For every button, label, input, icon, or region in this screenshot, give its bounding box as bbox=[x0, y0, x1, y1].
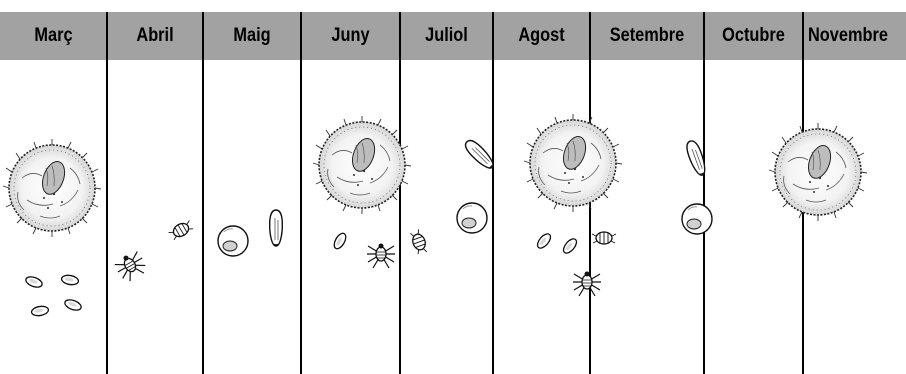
nymph-illustration bbox=[682, 204, 712, 234]
larva-illustration bbox=[592, 232, 616, 244]
egg-illustration bbox=[63, 298, 82, 312]
nymph-illustration bbox=[457, 203, 487, 233]
cocoon-illustration bbox=[769, 123, 867, 221]
larva-illustration bbox=[409, 229, 428, 256]
egg-illustration bbox=[24, 275, 43, 289]
egg-illustration bbox=[535, 232, 553, 251]
cocoon-illustration bbox=[3, 139, 101, 237]
egg-illustration bbox=[31, 305, 49, 317]
cocoon-illustration bbox=[524, 114, 622, 212]
mite-illustration bbox=[113, 249, 149, 284]
larva-illustration bbox=[168, 219, 195, 241]
egg-illustration bbox=[561, 237, 579, 256]
mite-illustration bbox=[573, 272, 601, 297]
egg-illustration bbox=[61, 274, 79, 286]
mite-illustration bbox=[367, 244, 395, 269]
pupa-illustration bbox=[270, 210, 283, 246]
pupa-illustration bbox=[684, 139, 708, 177]
nymph-illustration bbox=[218, 226, 248, 256]
cocoon-illustration bbox=[313, 116, 411, 214]
pupa-illustration bbox=[462, 137, 496, 171]
egg-illustration bbox=[332, 231, 348, 250]
